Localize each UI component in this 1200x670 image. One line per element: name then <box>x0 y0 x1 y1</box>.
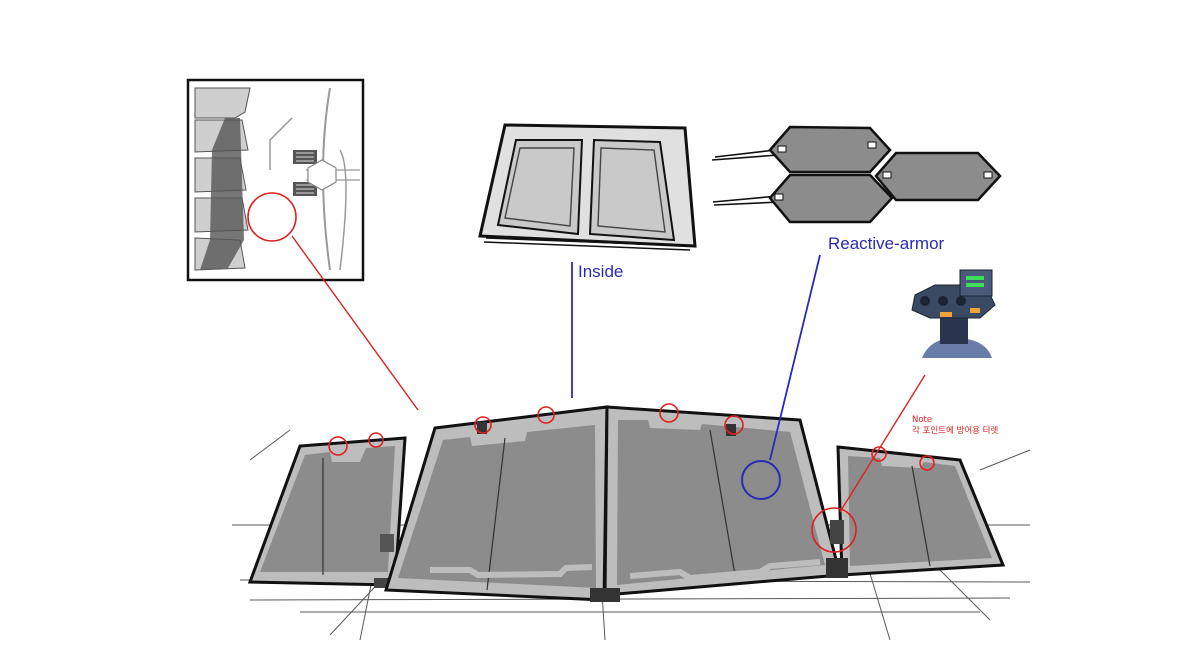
turret-callout-line <box>839 374 926 513</box>
hardpoint-markers <box>328 403 935 553</box>
armor-panel-1 <box>247 436 407 588</box>
armor-panel-3 <box>603 405 842 597</box>
reactive-armor-illustration <box>711 125 1002 224</box>
inset-callout-line <box>291 235 419 411</box>
reactive-armor-label: Reactive-armor <box>828 234 945 253</box>
inside-panel-illustration <box>478 123 697 251</box>
armor-panel-2 <box>384 405 609 602</box>
detail-inset <box>186 78 365 282</box>
armor-panels <box>247 405 1006 602</box>
armor-panel-4 <box>826 445 1006 578</box>
reactive-armor-callout-line <box>769 254 821 461</box>
reactive-armor-focus-circle <box>741 460 781 500</box>
note-title: Note <box>912 415 932 425</box>
note-body: 각 포인트에 방어용 터렛 <box>912 425 998 436</box>
turret-icon <box>911 269 996 358</box>
inside-label: Inside <box>578 262 623 281</box>
